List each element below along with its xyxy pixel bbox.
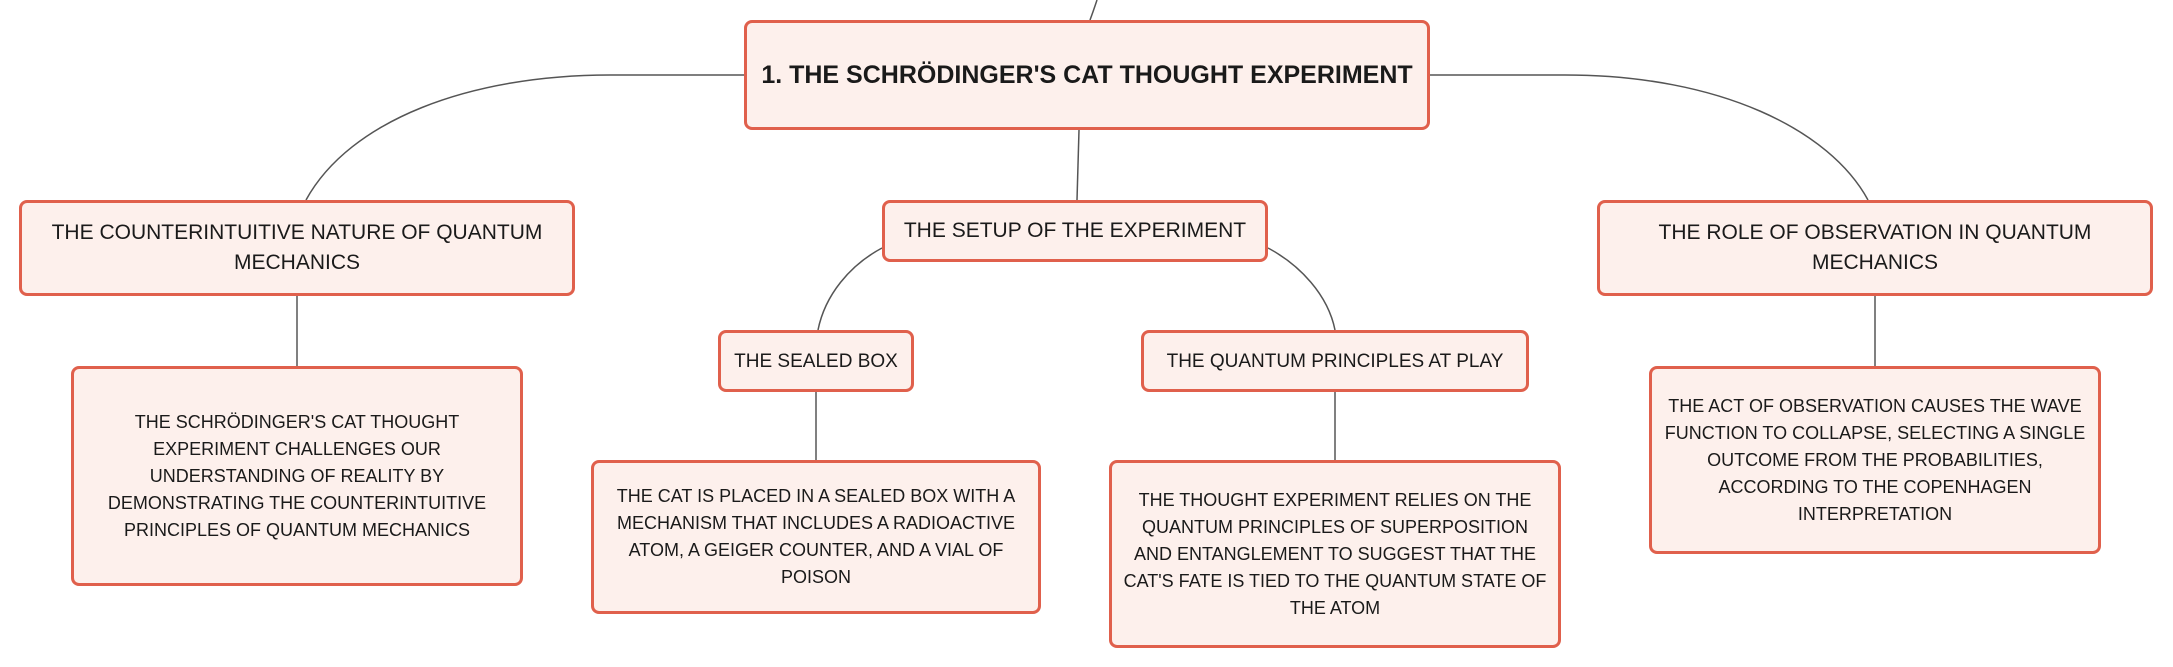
sealed-box-label: THE SEALED BOX: [734, 350, 898, 372]
branch-counterintuitive-node[interactable]: THE COUNTERINTUITIVE NATURE OF QUANTUM M…: [19, 200, 575, 296]
connector-root-counterintuitive: [305, 74, 744, 201]
connector-setup-qp: [1267, 247, 1336, 331]
counterintuitive-description-node[interactable]: THE SCHRÖDINGER'S CAT THOUGHT EXPERIMENT…: [71, 366, 523, 586]
connector-root-parent: [1089, 0, 1098, 21]
branch-setup-label: THE SETUP OF THE EXPERIMENT: [903, 219, 1247, 242]
sealed-box-description-node[interactable]: THE CAT IS PLACED IN A SEALED BOX WITH A…: [591, 460, 1041, 614]
branch-setup-node[interactable]: THE SETUP OF THE EXPERIMENT: [882, 200, 1268, 262]
connector-root-observation: [1430, 74, 1869, 201]
connector-root-setup: [1076, 129, 1080, 201]
counterintuitive-description-text: THE SCHRÖDINGER'S CAT THOUGHT EXPERIMENT…: [107, 411, 487, 540]
quantum-principles-description-node[interactable]: THE THOUGHT EXPERIMENT RELIES ON THE QUA…: [1109, 460, 1561, 648]
branch-counterintuitive-label: THE COUNTERINTUITIVE NATURE OF QUANTUM M…: [51, 221, 543, 274]
quantum-principles-label: THE QUANTUM PRINCIPLES AT PLAY: [1166, 350, 1504, 372]
sealed-box-description-text: THE CAT IS PLACED IN A SEALED BOX WITH A…: [616, 486, 1016, 587]
sealed-box-node[interactable]: THE SEALED BOX: [718, 330, 914, 392]
quantum-principles-description-text: THE THOUGHT EXPERIMENT RELIES ON THE QUA…: [1123, 489, 1547, 618]
root-node-label: 1. THE SCHRÖDINGER'S CAT THOUGHT EXPERIM…: [761, 60, 1413, 89]
connector-setup-sealedbox: [817, 247, 883, 331]
observation-description-node[interactable]: THE ACT OF OBSERVATION CAUSES THE WAVE F…: [1649, 366, 2101, 554]
quantum-principles-node[interactable]: THE QUANTUM PRINCIPLES AT PLAY: [1141, 330, 1529, 392]
branch-observation-label: THE ROLE OF OBSERVATION IN QUANTUM MECHA…: [1658, 221, 2092, 274]
branch-observation-node[interactable]: THE ROLE OF OBSERVATION IN QUANTUM MECHA…: [1597, 200, 2153, 296]
root-node[interactable]: 1. THE SCHRÖDINGER'S CAT THOUGHT EXPERIM…: [744, 20, 1430, 130]
observation-description-text: THE ACT OF OBSERVATION CAUSES THE WAVE F…: [1664, 395, 2086, 524]
